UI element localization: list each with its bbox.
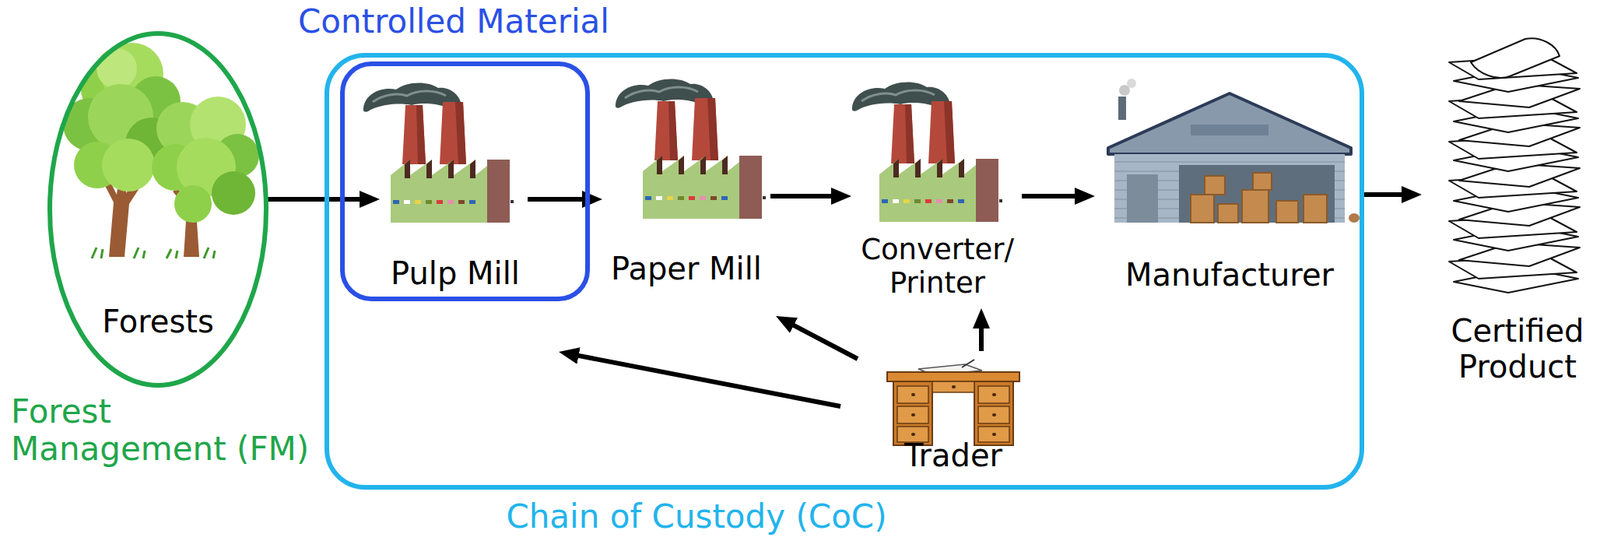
controlled-material-box: Pulp MillControlled Material [340,61,590,302]
warehouse-chimney [1118,96,1127,120]
node-label: Forests [47,303,269,340]
node-label: Manufacturer [1101,256,1358,293]
flow-arrow [788,322,858,359]
trader: Trader [879,354,1028,477]
warehouse-roof [1108,93,1351,155]
paper-stack-illustration [1449,38,1580,293]
door [1126,174,1158,223]
label-wrap: Trader [879,437,1028,474]
small-figure [1348,213,1360,223]
factory-icon [363,82,514,223]
node-label: Chain of Custody (CoC) [463,498,930,536]
flow-arrow [572,354,841,407]
label-wrap: Certified Product [1443,312,1592,385]
label-wrap: Manufacturer [1101,256,1358,293]
leaves [174,185,212,223]
leaves [101,138,155,192]
box [1303,194,1327,223]
factory-icon [852,81,1003,222]
pulp-mill: Pulp Mill [389,147,522,295]
label-wrap: Forest Management (FM) [10,392,319,469]
label-wrap: Paper Mill [608,250,765,287]
box [1190,194,1215,223]
forest-ellipse: ForestsForest Management (FM) [47,31,269,388]
node-label: Pulp Mill [389,255,522,292]
flow-arrow [266,196,366,202]
skylight [1190,124,1269,136]
node-label: Converter/ Printer [857,233,1018,300]
flow-arrow [978,322,984,351]
manufacturer: Manufacturer [1101,140,1358,296]
label-wrap: Controlled Material [282,3,625,41]
curled-sheet [1470,38,1560,78]
box [1242,189,1269,223]
label-wrap: Forests [47,303,269,340]
box [1276,200,1299,223]
pen [961,359,975,368]
node-label: Trader [879,437,1028,474]
label-wrap: Pulp Mill [389,255,522,292]
node-label: Controlled Material [282,3,625,41]
flow-arrow [1021,193,1081,199]
grass [91,247,215,259]
paper-mill: Paper Mill [608,147,765,290]
flow-arrow [527,196,589,202]
node-label: Paper Mill [608,250,765,287]
box [1252,172,1272,190]
label-wrap: Converter/ Printer [857,233,1018,300]
flow-arrow [770,193,838,199]
node-label: Certified Product [1443,312,1592,385]
factory-icon [615,78,766,219]
flow-arrow [1362,192,1408,197]
warehouse-illustration [1108,78,1360,223]
label-wrap: Chain of Custody (CoC) [463,498,930,536]
leaves [96,48,137,89]
loading-bay [1178,164,1335,223]
certified-product: Certified Product [1443,233,1592,388]
desk-top [887,371,1020,382]
box [1217,203,1239,223]
node-label: Forest Management (FM) [10,392,319,469]
smoke [1126,78,1137,88]
drawer-knobs [912,386,995,435]
leaves [211,171,256,215]
converter-printer: Converter/ Printer [857,147,1018,304]
chain-of-custody-box: Pulp MillControlled MaterialPaper Mill Co… [324,52,1365,490]
box [1204,175,1225,195]
warehouse-wall [1114,154,1345,223]
desk-illustration [887,359,1020,446]
